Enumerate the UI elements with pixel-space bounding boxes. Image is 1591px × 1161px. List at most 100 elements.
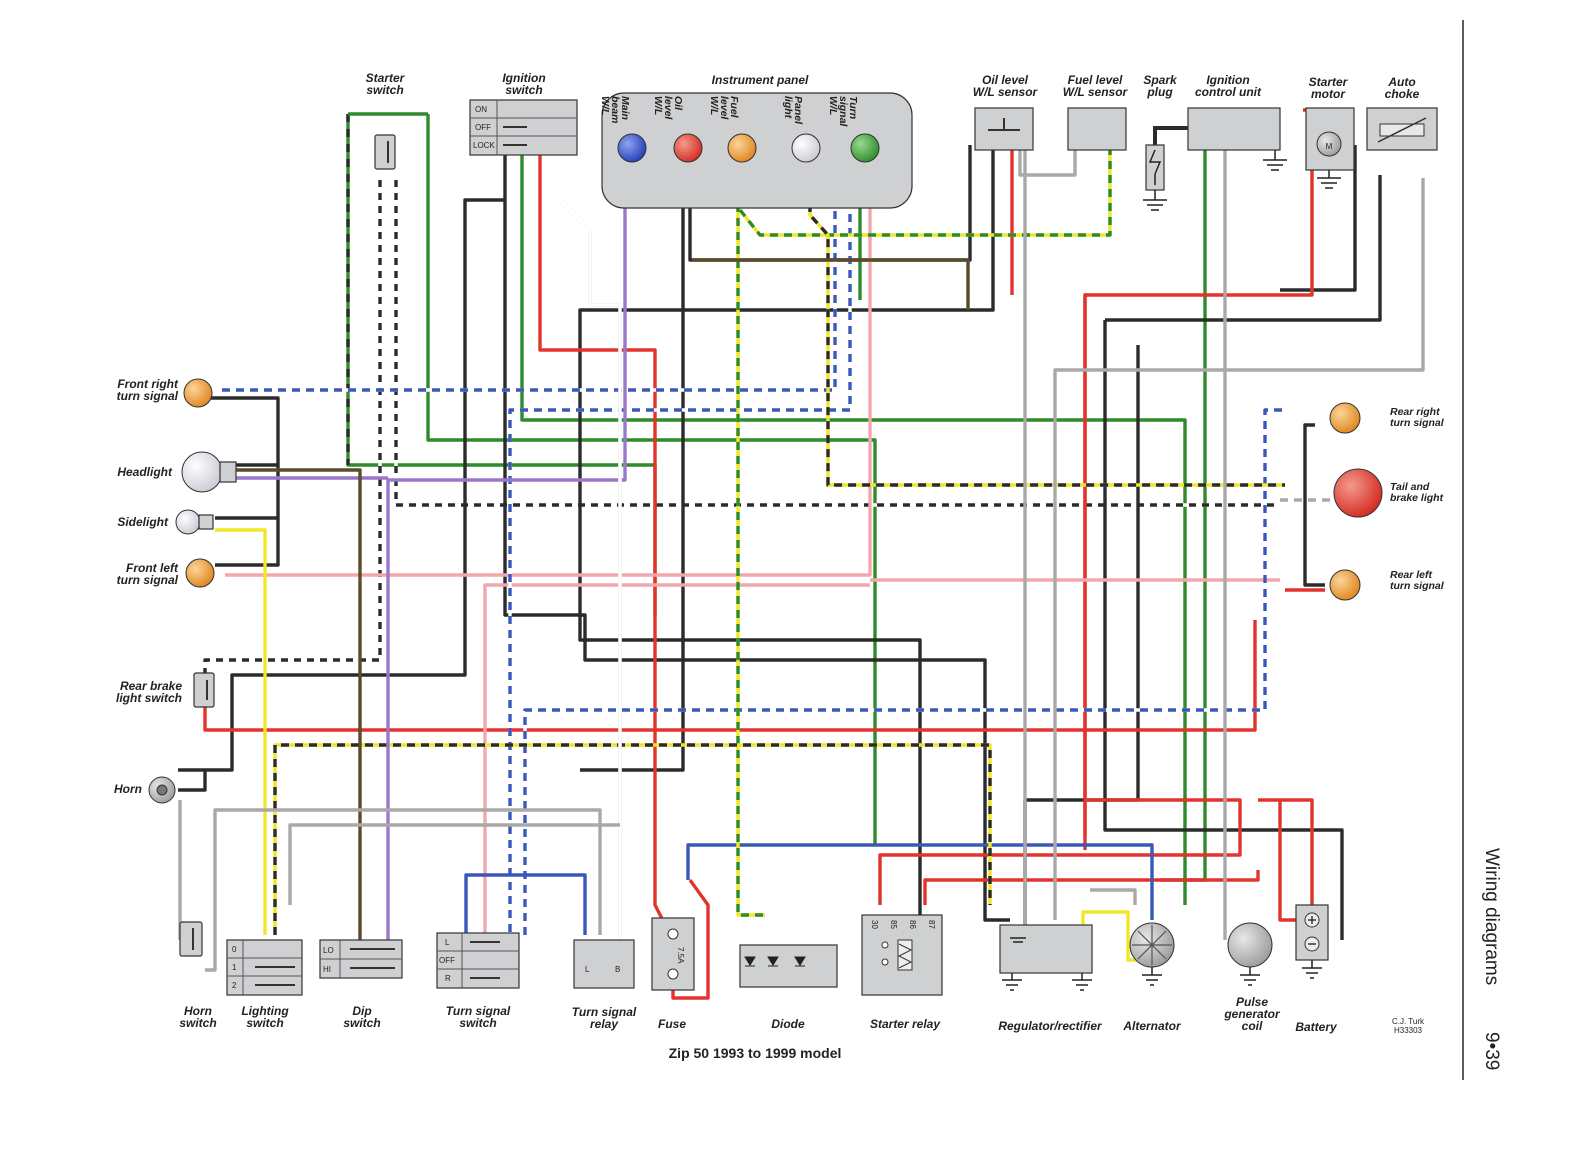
dip-pos-hi: HI [323, 965, 331, 974]
ignition-pos-off: OFF [475, 123, 491, 132]
diode-symbol-icon [767, 956, 779, 967]
wire-red-starter [1083, 108, 1314, 850]
ignition-pos-lock: LOCK [473, 141, 495, 150]
regulator-symbol [1010, 937, 1026, 943]
wire-black-head [215, 463, 278, 520]
ground-icon [1002, 973, 1022, 991]
wire-black-ground [578, 150, 995, 960]
icu-body [1187, 107, 1281, 151]
section-title: Wiring diagrams [1481, 848, 1502, 985]
fuel-level-bulb-icon [727, 133, 757, 163]
relay-terminal: 87 [927, 920, 936, 929]
wire-starter-dashed-1 [203, 180, 382, 700]
battery-label: Battery [1295, 1020, 1338, 1034]
wire-black-front [205, 396, 280, 567]
relay-terminal: 30 [870, 920, 879, 929]
relay-contact-icon [881, 958, 889, 966]
turn-relay-body [573, 939, 635, 989]
ground-icon [1072, 973, 1092, 991]
wire-yellow-reg [1081, 910, 1140, 962]
wire-purple-main [386, 190, 627, 945]
starter-switch-body [374, 134, 396, 170]
ground-icon [1263, 150, 1287, 171]
motor-icon [1316, 131, 1342, 157]
ground-icon [1317, 170, 1341, 189]
sidelight-socket [198, 514, 214, 530]
panel-lamp-main-beam: MainbeamW/L [599, 96, 647, 163]
wire-black-horn [178, 770, 207, 792]
ground-icon [1143, 190, 1167, 211]
main-beam-bulb-icon [617, 133, 647, 163]
wire-grey-right [1053, 178, 1425, 920]
wire-red-main [203, 620, 1257, 732]
regulator-rectifier: Regulator/rectifier [998, 924, 1103, 1033]
relay-contact-icon [881, 941, 889, 949]
battery: Battery [1295, 904, 1338, 1034]
relay-coil-winding [897, 943, 913, 969]
wire-black-rear [1303, 423, 1325, 587]
relay-terminal: 86 [908, 920, 917, 929]
alternator: Alternator [1122, 922, 1182, 1033]
alternator-label: Alternator [1122, 1019, 1182, 1033]
wire-yellow-fuel-d [736, 190, 765, 917]
panel-lamp-turn-signal: TurnsignalW/L [827, 96, 880, 163]
fuse-terminal-icon [667, 928, 679, 940]
panel-lamp-label: OillevelW/L [652, 96, 684, 120]
lighting-pos-0: 0 [232, 945, 237, 954]
variable-arrow-icon [1377, 117, 1427, 143]
sidelight: Sidelight [117, 509, 214, 535]
regulator-body [999, 924, 1093, 974]
panel-lamp-label: TurnsignalW/L [827, 96, 859, 127]
wire-black-mid [1023, 345, 1140, 940]
wire-blue-front [222, 200, 837, 392]
wire-blue-fuse [686, 843, 1154, 920]
wire-black-right [1280, 145, 1357, 292]
fuse-rating: 7.5A [676, 947, 685, 964]
fuse-label: Fuse [658, 1017, 686, 1031]
turn-pos-r: R [445, 974, 451, 983]
tail-light-bulb-icon [1333, 468, 1383, 518]
wire-yellow-fuel [736, 190, 765, 917]
wire-red-batt2 [1278, 800, 1298, 922]
wire-green-starter-b [426, 114, 877, 845]
turn-pos-off: OFF [439, 956, 455, 965]
starter-relay-label: Starter relay [870, 1017, 941, 1031]
panel-lamp-fuel-level: FuellevelW/L [708, 96, 757, 163]
lighting-pos-2: 2 [232, 981, 237, 990]
wire-black-ignition-b [503, 150, 1010, 922]
motor-symbol: M [1326, 142, 1333, 151]
relay-coil-icon [897, 939, 913, 971]
wire-grey-reg [1090, 888, 1137, 905]
ground-icon [1240, 967, 1260, 986]
spark-plug-lead [1153, 126, 1190, 145]
page-number: 9•39 [1481, 1032, 1502, 1070]
oil-level-bulb-icon [673, 133, 703, 163]
turn-signal-bulb-icon [850, 133, 880, 163]
horn: Horn [114, 776, 176, 804]
